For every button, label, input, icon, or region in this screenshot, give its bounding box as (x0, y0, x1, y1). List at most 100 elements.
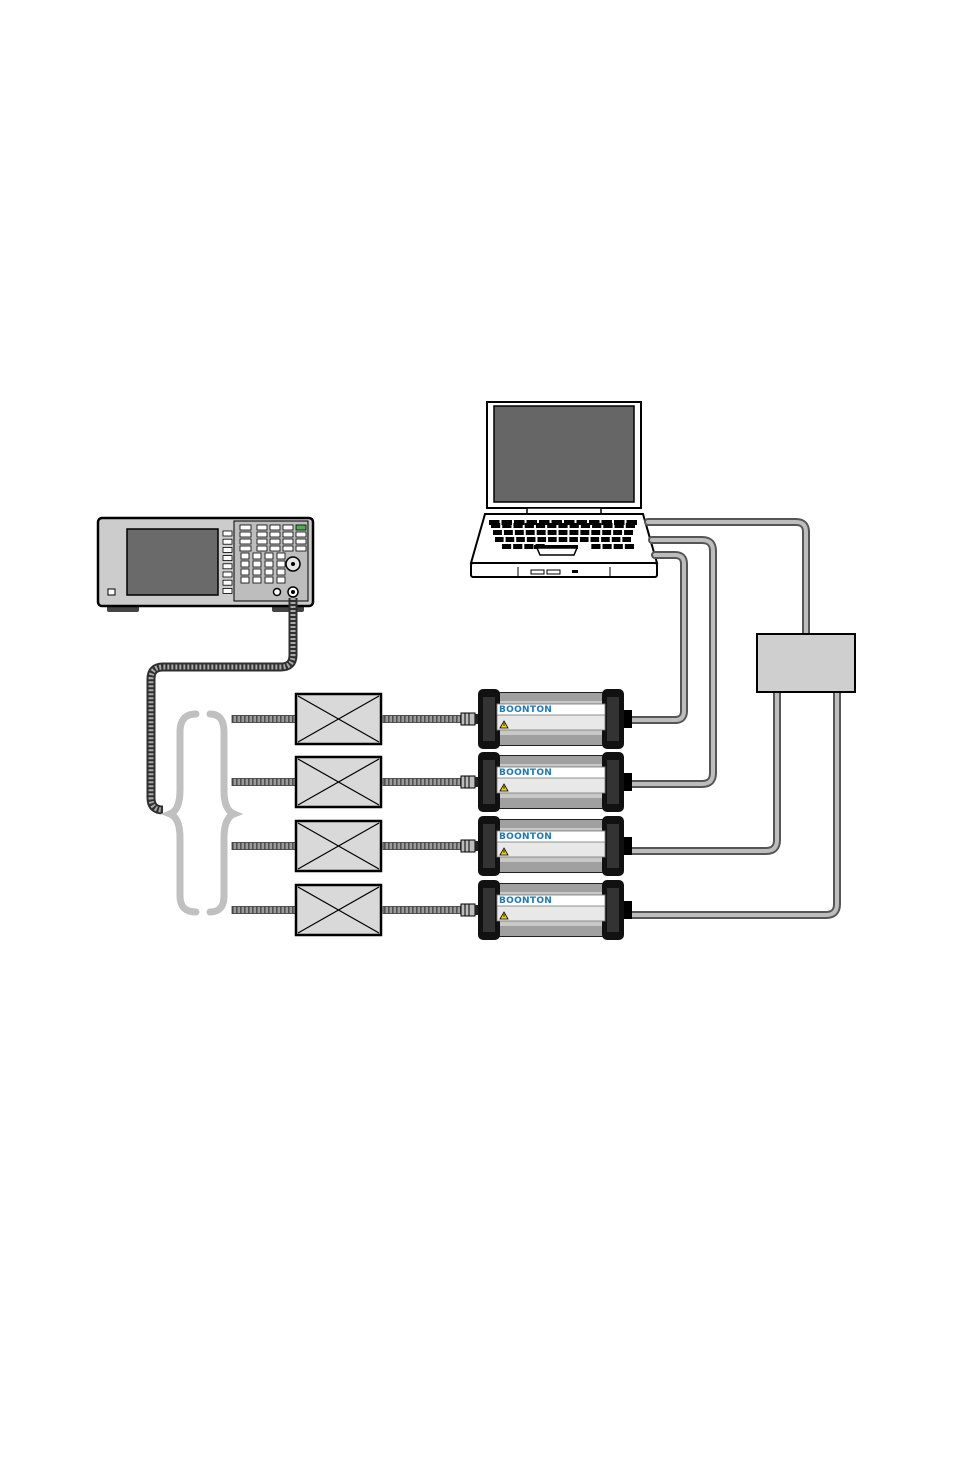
channel-2: BOONTON (232, 752, 632, 812)
usb-cables (632, 522, 837, 915)
generator-numkey (265, 569, 273, 575)
laptop-icon (471, 402, 657, 577)
generator-key (283, 525, 293, 530)
laptop-key (569, 530, 578, 535)
laptop-key (526, 530, 535, 535)
generator-key (270, 546, 280, 551)
laptop-key (502, 523, 511, 528)
channel-4: BOONTON (232, 880, 632, 940)
signal-generator-display (127, 529, 218, 595)
laptop-key (548, 530, 557, 535)
input-cable (232, 907, 296, 914)
laptop-key (612, 537, 621, 542)
generator-softkey (223, 588, 232, 593)
generator-softkey (223, 547, 232, 552)
generator-key (270, 539, 280, 544)
usb-cable-hub-sensor-4 (632, 692, 837, 915)
laptop-front (471, 563, 657, 577)
laptop-key (602, 530, 611, 535)
generator-key (240, 525, 251, 530)
generator-key (240, 546, 251, 551)
channel-1: BOONTON (232, 689, 632, 749)
laptop-key (559, 537, 568, 542)
laptop-key (626, 523, 635, 528)
laptop-key (537, 530, 546, 535)
generator-numkey (241, 577, 249, 583)
laptop-key (614, 544, 623, 549)
sensor-usb-port (624, 837, 632, 855)
laptop-key (495, 537, 504, 542)
laptop-key (591, 537, 600, 542)
generator-key (283, 539, 293, 544)
channel-3: BOONTON (232, 816, 632, 876)
laptop-key (592, 523, 601, 528)
generator-numkey (265, 577, 273, 583)
laptop-key (558, 523, 567, 528)
laptop-key (570, 523, 579, 528)
output-cable (383, 716, 461, 723)
laptop-key (547, 523, 556, 528)
laptop-key (513, 523, 522, 528)
generator-softkey (223, 564, 232, 569)
generator-key (257, 546, 267, 551)
laptop-key (581, 523, 590, 528)
laptop-key (559, 530, 568, 535)
laptop-key (603, 523, 612, 528)
laptop-key (601, 537, 610, 542)
power-sensor-icon: BOONTON (478, 880, 632, 940)
generator-key (257, 532, 267, 537)
sensor-usb-port (624, 710, 632, 728)
laptop-key (580, 530, 589, 535)
device-under-test-box (296, 694, 381, 744)
generator-softkey (223, 572, 232, 577)
laptop-key (548, 537, 557, 542)
generator-numkey (277, 569, 285, 575)
generator-numkey (241, 553, 249, 559)
laptop-touchpad (537, 548, 577, 555)
laptop-key (491, 523, 500, 528)
laptop-key (493, 530, 502, 535)
device-under-test-box (296, 885, 381, 935)
output-cable (383, 907, 461, 914)
generator-numkey (241, 569, 249, 575)
generator-key (296, 546, 306, 551)
usb-hub-box (757, 634, 855, 692)
sensor-brand-label: BOONTON (499, 768, 552, 778)
laptop-key (513, 544, 522, 549)
generator-numkey (241, 561, 249, 567)
sensor-brand-label: BOONTON (499, 832, 552, 842)
laptop-key (515, 530, 524, 535)
sensor-usb-port (624, 773, 632, 791)
sensor-channels: BOONTON BOONTON BOONTON BOONTON (232, 689, 632, 940)
generator-softkey (223, 580, 232, 585)
generator-key (257, 525, 267, 530)
laptop-key (603, 544, 612, 549)
generator-numkey (277, 553, 285, 559)
laptop-key (622, 537, 631, 542)
sensor-brand-label: BOONTON (499, 705, 552, 715)
generator-numkey (253, 577, 261, 583)
laptop-key (537, 537, 546, 542)
laptop-key (613, 530, 622, 535)
generator-softkey (223, 556, 232, 561)
generator-numkey (265, 561, 273, 567)
input-cable (232, 843, 296, 850)
laptop-key (506, 537, 515, 542)
sensor-usb-port (624, 901, 632, 919)
generator-numkey (253, 569, 261, 575)
generator-key (240, 532, 251, 537)
sensor-brand-label: BOONTON (499, 896, 552, 906)
laptop-key (625, 544, 634, 549)
generator-numkey (277, 577, 285, 583)
generator-key (296, 532, 306, 537)
generator-numkey (253, 553, 261, 559)
generator-numkey (253, 561, 261, 567)
laptop-key (502, 544, 511, 549)
laptop-key (591, 544, 600, 549)
laptop-screen (494, 406, 634, 502)
generator-softkey (223, 539, 232, 544)
generator-key (296, 539, 306, 544)
usb-cable-hub-sensor-3 (632, 692, 777, 851)
usb-cable-laptop-sensor-1 (632, 555, 684, 720)
